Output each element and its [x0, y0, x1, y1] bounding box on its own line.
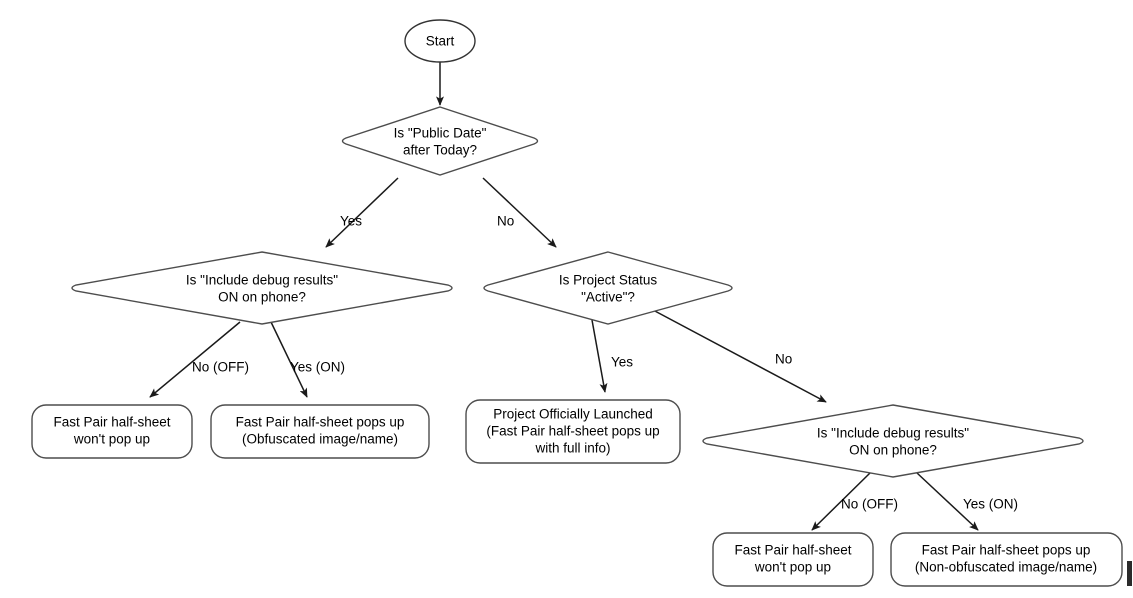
edge-debug-left-yes: Yes (ON): [270, 321, 345, 398]
terminal-left-off-line2: won't pop up: [73, 432, 150, 447]
terminal-left-on-line1: Fast Pair half-sheet pops up: [236, 415, 405, 430]
edge-debug-right-no: No (OFF): [811, 472, 898, 531]
decision-diamond-debug-right[interactable]: [702, 404, 1084, 478]
node-start[interactable]: Start: [404, 19, 476, 63]
edge-label-project-status-no: No: [775, 352, 792, 367]
terminal-launched-line1: Project Officially Launched: [493, 407, 653, 422]
edge-line: [482, 177, 557, 248]
edge-line: [652, 309, 827, 403]
edge-label-debug-left-yes: Yes (ON): [290, 360, 345, 375]
decision-diamond-project-status[interactable]: [483, 251, 733, 325]
edge-label-debug-right-yes: Yes (ON): [963, 497, 1018, 512]
terminal-rect-right-on[interactable]: [890, 532, 1123, 587]
edge-project-status-yes: Yes: [591, 319, 633, 393]
decision-project-status-line1: Is Project Status: [559, 273, 658, 288]
edge-line: [149, 321, 241, 398]
edge-label-debug-right-no: No (OFF): [841, 497, 898, 512]
edge-line: [325, 177, 399, 248]
start-label: Start: [426, 34, 455, 49]
edge-label-public-date-no: No: [497, 214, 514, 229]
decision-public-date-line1: Is "Public Date": [394, 126, 487, 141]
decision-debug-left-line2: ON on phone?: [218, 290, 306, 305]
terminal-left-on-line2: (Obfuscated image/name): [242, 432, 398, 447]
edge-line: [591, 319, 608, 393]
node-terminal-right-off[interactable]: Fast Pair half-sheet won't pop up: [712, 532, 874, 587]
decision-diamond-debug-left[interactable]: [71, 251, 453, 325]
edge-public-date-yes: Yes: [325, 177, 399, 248]
terminal-rect-right-off[interactable]: [712, 532, 874, 587]
node-terminal-left-on[interactable]: Fast Pair half-sheet pops up (Obfuscated…: [210, 404, 430, 459]
edge-line: [916, 472, 979, 531]
edge-artifact-mark: [1127, 561, 1132, 586]
edge-debug-right-yes: Yes (ON): [916, 472, 1018, 531]
terminal-right-on-line2: (Non-obfuscated image/name): [915, 560, 1097, 575]
node-terminal-launched[interactable]: Project Officially Launched (Fast Pair h…: [465, 399, 681, 464]
terminal-right-off-line2: won't pop up: [754, 560, 831, 575]
decision-diamond-public-date[interactable]: [341, 106, 539, 176]
terminal-right-on-line1: Fast Pair half-sheet pops up: [922, 543, 1091, 558]
edge-line: [270, 321, 308, 398]
terminal-rect-left-on[interactable]: [210, 404, 430, 459]
edge-debug-left-no: No (OFF): [149, 321, 249, 398]
decision-debug-left-line1: Is "Include debug results": [186, 273, 338, 288]
edge-label-public-date-yes: Yes: [340, 214, 362, 229]
decision-debug-right-line1: Is "Include debug results": [817, 426, 969, 441]
decision-debug-right-line2: ON on phone?: [849, 443, 937, 458]
terminal-launched-line3: with full info): [534, 441, 610, 456]
decision-project-status-line2: "Active"?: [581, 290, 635, 305]
terminal-right-off-line1: Fast Pair half-sheet: [734, 543, 851, 558]
node-decision-public-date[interactable]: Is "Public Date" after Today?: [341, 106, 539, 176]
node-decision-debug-left[interactable]: Is "Include debug results" ON on phone?: [71, 251, 453, 325]
terminal-launched-line2: (Fast Pair half-sheet pops up: [486, 424, 659, 439]
edge-public-date-no: No: [482, 177, 557, 248]
edge-label-debug-left-no: No (OFF): [192, 360, 249, 375]
edge-label-project-status-yes: Yes: [611, 355, 633, 370]
edge-project-status-no: No: [652, 309, 827, 403]
node-decision-debug-right[interactable]: Is "Include debug results" ON on phone?: [702, 404, 1084, 478]
edge-line: [811, 472, 871, 531]
start-ellipse[interactable]: [404, 19, 476, 63]
node-terminal-left-off[interactable]: Fast Pair half-sheet won't pop up: [31, 404, 193, 459]
terminal-left-off-line1: Fast Pair half-sheet: [53, 415, 170, 430]
terminal-rect-left-off[interactable]: [31, 404, 193, 459]
terminal-rect-launched[interactable]: [465, 399, 681, 464]
node-terminal-right-on[interactable]: Fast Pair half-sheet pops up (Non-obfusc…: [890, 532, 1123, 587]
node-decision-project-status[interactable]: Is Project Status "Active"?: [483, 251, 733, 325]
decision-public-date-line2: after Today?: [403, 143, 477, 158]
